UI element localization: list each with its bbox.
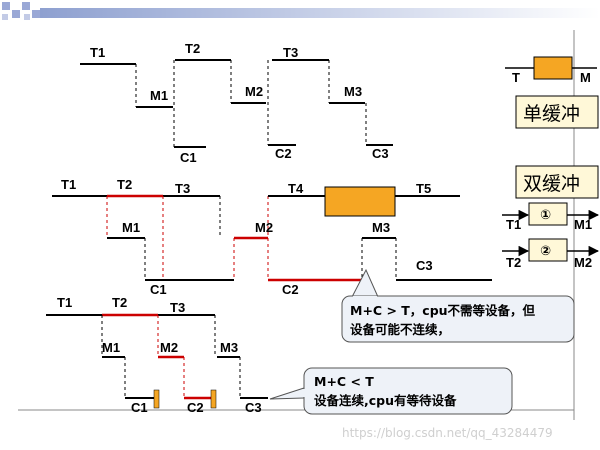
row1-label-c2: C2	[275, 146, 292, 161]
row3-buffer-c2	[210, 389, 217, 409]
row1-label-t3: T3	[283, 45, 298, 60]
row2-buffer-block	[324, 186, 396, 217]
lower-callout-line2: 设备连续,cpu有等待设备	[314, 393, 457, 408]
row2-label-m2: M2	[255, 220, 273, 235]
row2-label-c1: C1	[150, 282, 167, 297]
row2-label-t4: T4	[288, 181, 304, 196]
row1-label-m3: M3	[344, 84, 362, 99]
double-buffer-legend: 双缓冲 ① T1 M1 ② T2 M2	[502, 165, 600, 270]
upper-callout-line1: M+C > T，cpu不需等设备，但	[350, 303, 536, 318]
single-buffer-legend: T M 单缓冲	[505, 56, 599, 129]
buffer1-out-label: M1	[574, 217, 592, 232]
single-buffer-title-box	[515, 95, 599, 129]
single-buffer-in-label: T	[512, 70, 520, 85]
buffer2-out-label: M2	[574, 255, 592, 270]
row1-label-t2: T2	[185, 41, 200, 56]
buffer2-box	[528, 238, 568, 262]
row3-buffer-c1	[153, 389, 160, 409]
row3-label-c2: C2	[187, 400, 204, 415]
row3-label-c1: C1	[131, 400, 148, 415]
single-buffer-out-label: M	[580, 70, 591, 85]
watermark: https://blog.csdn.net/qq_43284479	[342, 426, 553, 440]
row1-waveform	[80, 59, 393, 148]
row3-label-t3: T3	[170, 300, 185, 315]
single-buffer-title: 单缓冲	[523, 103, 580, 125]
buffer1-mark: ①	[540, 207, 551, 222]
row3-label-m1: M1	[102, 340, 120, 355]
buffer2-in-label: T2	[506, 255, 521, 270]
lower-callout-line1: M+C < T	[314, 374, 374, 389]
buffer1-in-label: T1	[506, 217, 521, 232]
upper-callout: M+C > T，cpu不需等设备，但 设备可能不连续，	[341, 268, 575, 343]
row3-label-c3: C3	[245, 400, 262, 415]
row2-waveform	[52, 186, 492, 282]
header-checker-pattern	[2, 2, 40, 20]
row2-label-m3: M3	[372, 220, 390, 235]
single-buffer-box	[533, 56, 573, 80]
upper-callout-line2: 设备可能不连续，	[350, 322, 450, 337]
row3-label-t1: T1	[57, 295, 72, 310]
buffer2-mark: ②	[540, 243, 551, 258]
row1-label-c1: C1	[180, 150, 197, 165]
row3-waveform	[46, 313, 268, 409]
row1-label-m2: M2	[245, 84, 263, 99]
row2-label-t3: T3	[175, 181, 190, 196]
row3-label-m2: M2	[160, 340, 178, 355]
row2-label-m1: M1	[122, 220, 140, 235]
row2-label-t2: T2	[117, 177, 132, 192]
lower-callout: M+C < T 设备连续,cpu有等待设备	[269, 367, 513, 415]
double-buffer-title-box	[515, 165, 599, 199]
row3-label-m3: M3	[220, 340, 238, 355]
header-gradient-band	[2, 2, 600, 20]
row1-label-t1: T1	[90, 45, 105, 60]
row2-label-c3: C3	[416, 258, 433, 273]
row3-label-t2: T2	[112, 295, 127, 310]
row2-label-t1: T1	[61, 177, 76, 192]
row2-label-c2: C2	[282, 282, 299, 297]
double-buffer-title: 双缓冲	[523, 173, 580, 195]
row1-label-c3: C3	[372, 146, 389, 161]
row1-label-m1: M1	[150, 88, 168, 103]
buffer1-box	[528, 202, 568, 226]
row2-label-t5: T5	[416, 181, 431, 196]
